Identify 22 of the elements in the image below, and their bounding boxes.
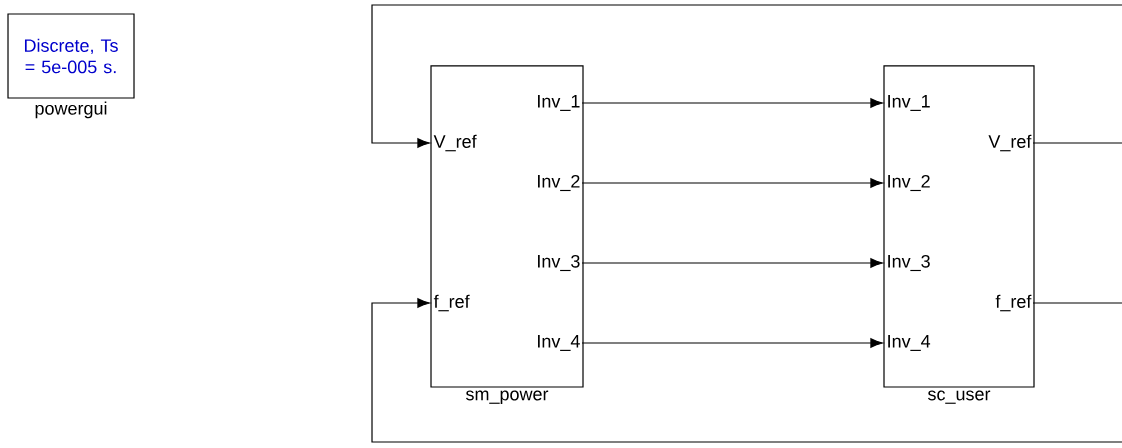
signal-line xyxy=(581,178,884,188)
signal-line xyxy=(371,298,1122,443)
port-label: f_ref xyxy=(433,294,470,312)
block: Discrete, Ts = 5e-005 s. powergui xyxy=(7,13,135,119)
signal-line xyxy=(581,258,884,268)
port-label: Inv_2 xyxy=(538,174,580,192)
node-label: powergui xyxy=(35,101,107,119)
port-label: Inv_4 xyxy=(888,335,931,351)
signal-line xyxy=(581,338,884,348)
node-label: sc_user xyxy=(927,390,991,404)
signal-line xyxy=(581,98,884,108)
port-label: Inv_1 xyxy=(888,95,930,111)
port-label: Inv_1 xyxy=(538,95,580,111)
port-label: Inv_4 xyxy=(538,335,580,351)
port-label: Inv_3 xyxy=(538,254,580,272)
node-label: sm_power xyxy=(465,390,549,404)
signal-line xyxy=(371,4,1122,148)
port-label: f_ref xyxy=(995,294,1032,312)
port-label: V_ref xyxy=(433,134,477,152)
port-label: Inv_2 xyxy=(888,174,930,192)
port-label: Inv_3 xyxy=(888,254,930,272)
port-label: V_ref xyxy=(988,134,1032,152)
